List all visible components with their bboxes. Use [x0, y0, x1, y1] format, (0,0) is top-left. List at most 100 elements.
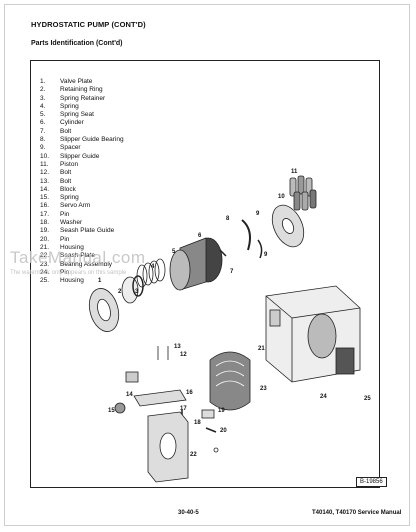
part-number: 6.	[40, 119, 46, 127]
spacer-drawing	[257, 239, 263, 259]
callout-labels: 11 10 9 8 6 7 9 5 4 3 2 1 21 24 25 23 12…	[98, 169, 371, 458]
spring-set-drawing	[121, 258, 166, 304]
parts-list-item: 14.Block	[40, 186, 124, 194]
part-number: 10.	[40, 152, 50, 160]
parts-list-item: 23.Bearing Assembly	[40, 261, 124, 269]
part-number: 3.	[40, 94, 46, 102]
callout-label: 17	[180, 406, 187, 412]
parts-list-item: 5. Spring Seat	[40, 111, 124, 119]
part-label: Spring	[60, 102, 79, 110]
part-number: 25.	[40, 277, 50, 285]
parts-list-item: 4. Spring	[40, 103, 124, 111]
parts-list-item: 17.Pin	[40, 211, 124, 219]
part-label: Seash Plate Guide	[60, 227, 115, 235]
callout-label: 5	[172, 249, 176, 255]
figure-id: B-19856	[356, 477, 387, 487]
parts-list-item: 24.Pin	[40, 269, 124, 277]
watermark-note: The watermark only appears on this sampl…	[10, 270, 127, 276]
section-subtitle: Parts Identification (Cont'd)	[31, 40, 123, 47]
part-label: Spacer	[60, 144, 81, 152]
manual-name: T40140, T40170 Service Manual	[312, 510, 402, 516]
part-label: Spring Seat	[60, 111, 94, 119]
callout-label: 25	[364, 396, 371, 402]
figure-border	[30, 60, 380, 488]
part-label: Retaining Ring	[60, 86, 103, 94]
slipper-guide-bearing-drawing	[241, 219, 251, 251]
part-number: 24.	[40, 268, 50, 276]
parts-list-item: 20. Pin	[40, 236, 124, 244]
cylinder-drawing	[169, 237, 223, 291]
part-number: 16.	[40, 202, 50, 210]
part-label: Washer	[60, 219, 83, 227]
part-number: 1.	[40, 78, 46, 85]
parts-list-item: 21. Housing	[40, 244, 124, 252]
housing-drawing	[265, 285, 361, 383]
part-label: Slipper Guide	[60, 152, 100, 160]
parts-list-item: 3.Spring Retainer	[40, 95, 124, 103]
callout-label: 8	[226, 216, 230, 222]
part-number: 7.	[40, 127, 46, 135]
parts-list-item: 15. Spring	[40, 194, 124, 202]
callout-label: 11	[291, 169, 298, 175]
parts-list-item: 22.Seash Plate	[40, 252, 124, 260]
parts-list-item: 12.Bolt	[40, 169, 124, 177]
watermark-text: TakeManual.com	[10, 248, 146, 267]
exploded-pump-diagram: 11 10 9 8 6 7 9 5 4 3 2 1 21 24 25 23 12…	[88, 169, 371, 483]
callout-label: 3	[135, 289, 139, 295]
part-number: 19.	[40, 227, 50, 235]
part-label: Slipper Guide Bearing	[60, 136, 124, 144]
page-frame	[4, 4, 410, 526]
valve-plate-drawing	[88, 288, 120, 332]
seash-plate-drawing	[147, 411, 189, 483]
part-number: 20.	[40, 235, 50, 243]
part-number: 4.	[40, 102, 46, 110]
callout-label: 14	[126, 392, 133, 398]
page-title: HYDROSTATIC PUMP (CONT'D)	[31, 20, 146, 29]
part-label: Housing	[60, 277, 84, 285]
part-label: Pin	[60, 235, 70, 243]
callout-label: 2	[118, 289, 122, 295]
part-number: 18.	[40, 219, 50, 227]
part-label: Spring	[60, 194, 79, 202]
callout-label: 6	[198, 233, 202, 239]
callout-label: 4	[151, 264, 155, 270]
part-label: Bolt	[60, 127, 72, 135]
part-number: 5.	[40, 111, 46, 119]
parts-list-item: 8.Slipper Guide Bearing	[40, 136, 124, 144]
parts-list-item: 19. Seash Plate Guide	[40, 227, 124, 235]
part-label: Housing	[60, 243, 84, 251]
part-label: Servo Arm	[60, 202, 91, 210]
callout-label: 16	[186, 390, 193, 396]
part-number: 11.	[40, 160, 49, 168]
part-number: 15.	[40, 194, 50, 202]
callout-label: 23	[260, 386, 267, 392]
callout-label: 18	[194, 420, 201, 426]
callout-label: 21	[258, 346, 265, 352]
callout-label: 1	[98, 278, 102, 284]
part-number: 17.	[40, 210, 50, 218]
part-number: 13.	[40, 177, 50, 185]
parts-list-item: 6. Cylinder	[40, 119, 124, 127]
callout-label: 15	[108, 408, 115, 414]
parts-list-item: 2.Retaining Ring	[40, 86, 124, 94]
parts-list-item: 11. Piston	[40, 161, 124, 169]
part-number: 9.	[40, 144, 46, 152]
part-label: Cylinder	[60, 119, 84, 127]
part-number: 12.	[40, 169, 50, 177]
part-label: Bearing Assembly	[60, 260, 113, 268]
callout-label: 9	[264, 252, 268, 258]
part-label: Piston	[60, 160, 79, 168]
callout-label: 10	[278, 194, 285, 200]
part-number: 21.	[40, 243, 50, 251]
part-label: Valve Plate	[60, 78, 93, 85]
parts-list-item: 16. Servo Arm	[40, 202, 124, 210]
callout-label: 12	[180, 352, 187, 358]
parts-list-item: 25. Housing	[40, 277, 124, 285]
servo-arm-drawing	[114, 346, 187, 414]
part-number: 14.	[40, 185, 50, 193]
parts-list-item: 13.Bolt	[40, 178, 124, 186]
parts-list-item: 9. Spacer	[40, 144, 124, 152]
parts-list-item: 7. Bolt	[40, 128, 124, 136]
page-number: 30-40-5	[178, 510, 199, 516]
callout-label: 20	[220, 428, 227, 434]
